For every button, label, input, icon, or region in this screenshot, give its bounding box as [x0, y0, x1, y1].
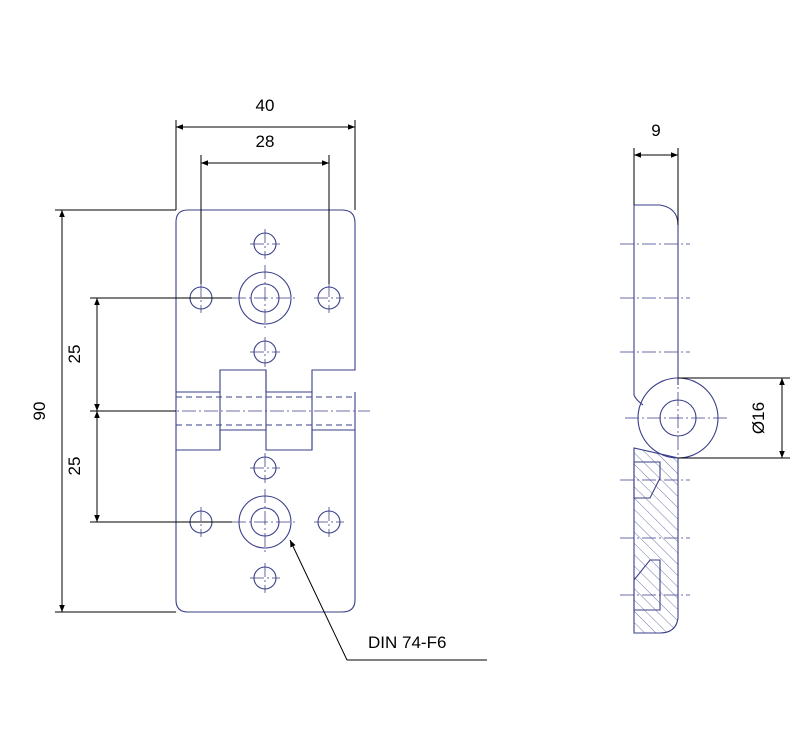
- side-countersink-cavity: [633, 461, 661, 499]
- callout-leader: [289, 539, 348, 661]
- dimension-label-upper-offset: 25: [65, 345, 84, 364]
- callout-label: DIN 74-F6: [368, 633, 446, 652]
- lower-leaf-outline: [175, 430, 356, 613]
- dimension-label-lower-offset: 25: [65, 457, 84, 476]
- dimension-label-diameter: Ø16: [749, 402, 768, 434]
- dimension-label-width: 40: [256, 96, 275, 115]
- side-countersink-cavity: [633, 559, 661, 611]
- dimension-label-height: 90: [30, 402, 49, 421]
- knuckle-outline: [175, 392, 356, 451]
- front-dimensions: 40 28 90 25 25: [30, 96, 356, 613]
- callout: DIN 74-F6: [289, 539, 487, 661]
- side-upper-leaf: [633, 204, 679, 406]
- side-dimensions: 9 Ø16: [633, 121, 790, 459]
- side-view: [620, 204, 730, 634]
- dimension-label-thickness: 9: [651, 121, 660, 140]
- front-view: [160, 209, 370, 613]
- upper-leaf-outline: [175, 209, 356, 393]
- dimension-label-hole-spacing: 28: [256, 132, 275, 151]
- side-lower-leaf-section: [633, 447, 679, 634]
